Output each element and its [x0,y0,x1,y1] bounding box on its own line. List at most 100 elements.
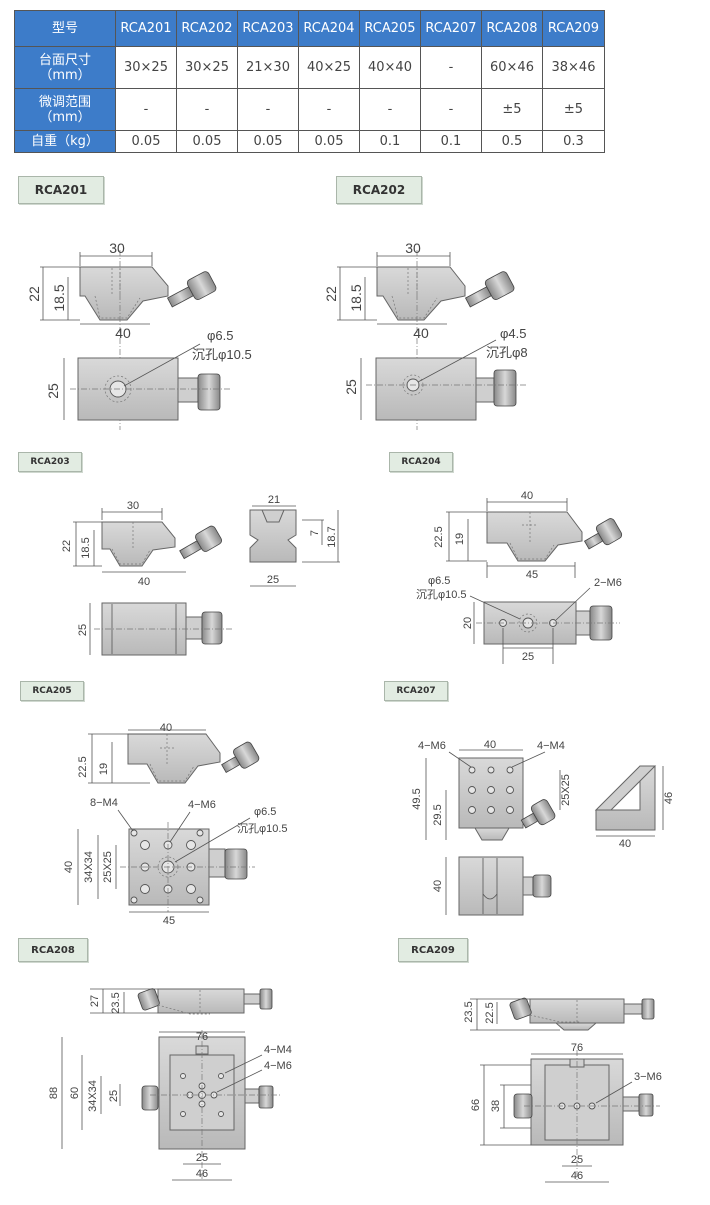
dim-205-45: 45 [163,915,175,927]
dim-209-m6: 3−M6 [634,1071,662,1083]
dim-201-40: 40 [115,325,131,341]
label-rca208: RCA208 [18,938,88,962]
label-rca209: RCA209 [398,938,468,962]
table-row: 自重（kg） 0.05 0.05 0.05 0.05 0.1 0.1 0.5 0… [14,130,605,153]
table-cell: 0.05 [237,130,299,153]
dim-207-m4: 4−M4 [537,740,565,752]
dim-202-cb: 沉孔φ8 [486,345,528,360]
table-cell: 38×46 [542,45,605,90]
dim-209-76: 76 [571,1042,583,1054]
dim-202-25: 25 [343,379,359,395]
table-row: 微调范围（mm） - - - - - - ±5 ±5 [14,88,605,132]
dim-203-21: 21 [268,494,280,506]
dim-205-25: 25X25 [102,851,114,883]
dim-204-45: 45 [526,569,538,581]
dim-205-m4: 8−M4 [90,797,118,809]
drawing-rca209: 23.5 22.5 76 3−M6 66 38 25 46 [463,997,662,1183]
dim-209-38: 38 [490,1100,502,1112]
row-label: 微调范围（mm） [14,88,116,132]
table-cell: 0.1 [420,130,482,153]
dim-204-19: 19 [454,533,466,545]
header-cell: RCA205 [359,10,421,47]
dim-204-hole: φ6.5 [428,575,450,587]
dim-203-7: 7 [309,530,321,536]
drawing-rca205: 40 22.5 19 8−M4 4−M6 φ6.5 沉孔φ10.5 40 34X… [63,722,288,927]
drawing-rca201: 30 22 18.5 40 25 φ6.5 沉孔φ10.5 [26,240,252,430]
table-cell: 0.05 [176,130,238,153]
row-label: 自重（kg） [14,130,116,153]
header-cell: 型号 [14,10,116,47]
dim-201-30: 30 [109,240,125,256]
dim-203-40: 40 [138,576,150,588]
dim-208-60: 60 [69,1087,81,1099]
dim-204-cb: 沉孔φ10.5 [416,588,467,601]
table-cell: 30×25 [176,45,238,90]
dim-209-225: 22.5 [484,1002,496,1023]
header-cell: RCA204 [298,10,360,47]
dim-204-40: 40 [521,490,533,502]
label-rca207: RCA207 [384,681,448,701]
header-cell: RCA208 [481,10,543,47]
dim-201-cb: 沉孔φ10.5 [192,347,252,362]
spec-table: 型号 RCA201 RCA202 RCA203 RCA204 RCA205 RC… [14,10,605,153]
dim-207-295: 29.5 [432,804,444,825]
drawing-rca203: 30 22 18.5 40 21 7 18.7 25 25 [61,494,340,656]
dim-209-46: 46 [571,1170,583,1182]
table-cell: 0.05 [298,130,360,153]
table-cell: 30×25 [115,45,177,90]
dim-201-185: 18.5 [51,284,67,311]
label-rca205: RCA205 [20,681,84,701]
table-cell: - [420,45,482,90]
dim-205-225: 22.5 [77,756,89,777]
dim-201-22: 22 [26,286,42,302]
dim-208-25v: 25 [108,1090,120,1102]
header-cell: RCA207 [420,10,482,47]
dim-207-495: 49.5 [411,788,423,809]
label-rca202: RCA202 [336,176,422,204]
header-row: 型号 RCA201 RCA202 RCA203 RCA204 RCA205 RC… [14,10,605,47]
table-cell: ±5 [542,88,605,132]
table-cell: 21×30 [237,45,299,90]
dim-208-46: 46 [196,1168,208,1180]
dim-203-187: 18.7 [326,526,338,547]
table-cell: 0.5 [481,130,543,153]
dim-204-25: 25 [522,651,534,663]
table-cell: - [176,88,238,132]
row-label: 台面尺寸（mm） [14,45,116,90]
dim-207-m6: 4−M6 [418,740,446,752]
drawing-rca207: 4−M6 40 4−M4 49.5 29.5 25X25 46 40 40 [411,739,675,916]
dim-202-185: 18.5 [348,284,364,311]
dim-208-m6: 4−M6 [264,1060,292,1072]
label-rca201: RCA201 [18,176,104,204]
dim-209-25: 25 [571,1154,583,1166]
dim-205-m6: 4−M6 [188,799,216,811]
table-row: 台面尺寸（mm） 30×25 30×25 21×30 40×25 40×40 -… [14,45,605,90]
table-cell: - [237,88,299,132]
table-cell: 0.1 [359,130,421,153]
dim-203-25a: 25 [77,624,89,636]
dim-208-76: 76 [196,1031,208,1043]
dim-205-34: 34X34 [83,851,95,883]
dim-207-40b: 40 [619,838,631,850]
drawing-rca202: 30 22 18.5 40 25 φ4.5 沉孔φ8 [323,240,528,430]
dim-204-225: 22.5 [433,526,445,547]
dim-201-25: 25 [45,383,61,399]
drawing-rca208: 27 23.5 76 4−M4 4−M6 88 60 34X34 25 25 4… [48,988,292,1181]
header-cell: RCA209 [542,10,605,47]
drawing-rca204: 40 22.5 19 45 φ6.5 沉孔φ10.5 2−M6 20 25 [416,490,623,664]
dim-203-185: 18.5 [80,537,92,558]
dim-208-235: 23.5 [110,992,122,1013]
dim-205-40v: 40 [63,861,75,873]
dim-202-22: 22 [323,286,339,302]
dim-205-cb: 沉孔φ10.5 [237,822,288,835]
table-cell: - [359,88,421,132]
dim-208-34: 34X34 [87,1080,99,1112]
table-cell: 0.05 [115,130,177,153]
dim-205-hole: φ6.5 [254,806,276,818]
table-cell: ±5 [481,88,543,132]
dim-201-hole: φ6.5 [207,328,234,343]
dim-203-30: 30 [127,500,139,512]
dim-205-40: 40 [160,722,172,734]
dim-209-235: 23.5 [463,1001,475,1022]
